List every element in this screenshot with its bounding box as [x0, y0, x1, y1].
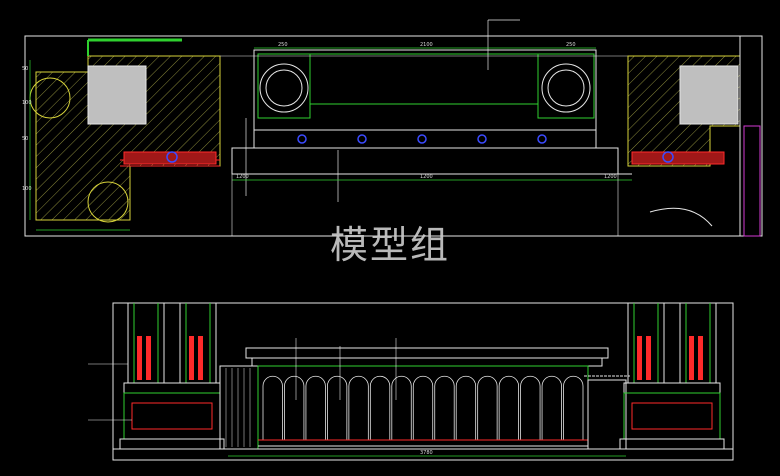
plan-outer-frame: [24, 35, 763, 237]
plan-view: 250 2100 250 1200 1200 1200 50 100 50 10…: [22, 19, 763, 237]
bar-top: [245, 347, 609, 359]
left-fixture-icon: [166, 151, 178, 163]
dim-bottom-1: 1200: [236, 174, 249, 180]
arch: [262, 375, 283, 440]
arch-row: [262, 375, 584, 440]
arch: [455, 375, 477, 440]
arch: [477, 375, 498, 440]
right-magenta-edge: [743, 125, 761, 237]
dim-top-right: 250: [566, 42, 576, 48]
elev-dim-width: 3780: [420, 450, 433, 456]
center-fixture-row: [297, 134, 547, 144]
dim-left-3: 50: [22, 136, 28, 142]
arch: [434, 375, 455, 440]
arch: [284, 375, 305, 440]
right-gray-block: [679, 65, 739, 125]
arch: [391, 375, 412, 440]
counter-base: [231, 147, 619, 175]
left-pilasters: [119, 302, 225, 450]
arch: [498, 375, 519, 440]
arch: [348, 375, 369, 440]
watermark-text: 模型组: [330, 223, 451, 267]
elevation-view: 3780: [88, 302, 734, 461]
left-column-circle-bottom: [87, 181, 129, 223]
arch: [369, 375, 391, 440]
dim-top-mid: 2100: [420, 42, 433, 48]
right-fixture-icon: [662, 151, 674, 163]
arch: [327, 375, 348, 440]
bar-front: [257, 365, 589, 450]
center-left-circle: [259, 63, 309, 113]
elevation-frame: [112, 302, 734, 461]
arch: [412, 375, 434, 440]
arch: [520, 375, 541, 440]
dim-left-2: 100: [22, 100, 32, 106]
left-side-panel: [219, 365, 259, 450]
center-right-circle: [541, 63, 591, 113]
arch: [305, 375, 326, 440]
right-pilasters: [619, 302, 725, 450]
dim-bottom-2: 1200: [420, 174, 433, 180]
left-gray-block: [87, 65, 147, 125]
arch: [541, 375, 562, 440]
right-red-blocks: [631, 151, 725, 165]
dim-top-left: 250: [278, 42, 288, 48]
dim-left-1: 50: [22, 66, 28, 72]
dim-bottom-3: 1200: [604, 174, 617, 180]
arch: [563, 375, 584, 440]
dim-left-4: 100: [22, 186, 32, 192]
